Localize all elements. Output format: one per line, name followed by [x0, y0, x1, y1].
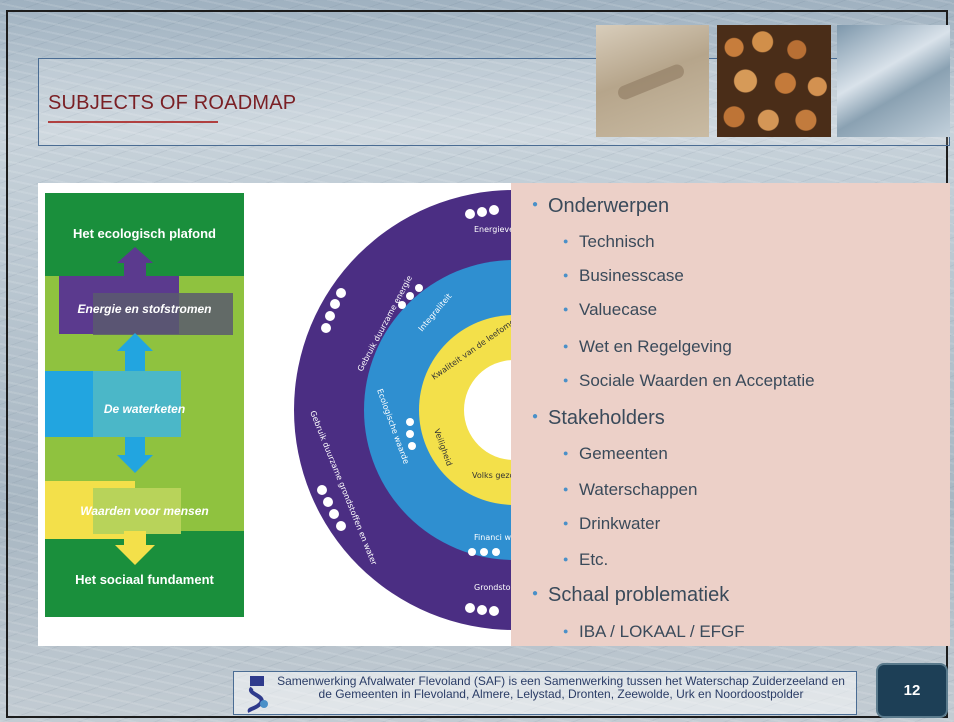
bullet-item: ●IBA / LOKAAL / EFGF [563, 622, 745, 641]
bullet-item: ●Gemeenten [563, 444, 668, 463]
sustainability-wheel: Energieve Grondsto en waterve Gebruik du… [294, 190, 512, 630]
social-foundation-label: Het sociaal fundament [75, 572, 214, 587]
ecological-ceiling-label: Het ecologisch plafond [72, 226, 216, 241]
bullet-item: ●Schaal problematiek [532, 584, 730, 606]
log-pile-image [717, 25, 831, 137]
bullet-item: ●Sociale Waarden en Acceptatie [563, 371, 815, 390]
title-underline [48, 121, 218, 123]
bullet-item: ●Technisch [563, 232, 655, 251]
bullet-item: ●Drinkwater [563, 514, 661, 533]
bullet-item: ●Etc. [563, 550, 609, 569]
bullet-item: ●Businesscase [563, 266, 684, 285]
bullet-item: ●Onderwerpen [532, 195, 670, 217]
band-label-water: De waterketen [103, 402, 186, 416]
footer-text: Samenwerking Afvalwater Flevoland (SAF) … [277, 674, 845, 701]
band-label-energy: Energie en stofstromen [77, 302, 212, 316]
wheel-label-energy: Energieve [474, 225, 512, 234]
wheel-label-financial-value: Financi waard [474, 533, 512, 542]
footer-bar [233, 671, 857, 715]
bullet-item: ●Wet en Regelgeving [563, 337, 732, 356]
band-label-people: Waarden voor mensen [80, 504, 209, 518]
bullet-item: ●Valuecase [563, 300, 658, 319]
wood-grain-image [596, 25, 709, 137]
ecological-diagram-graphic [45, 247, 244, 565]
saf-logo [247, 676, 268, 713]
bullet-item: ●Waterschappen [563, 480, 698, 499]
page-number: 12 [903, 682, 921, 699]
slide-title: SUBJECTS OF ROADMAP [48, 92, 297, 114]
wheel-label-public-health: Volks gezond [472, 471, 512, 480]
page-number-badge [876, 663, 948, 718]
ice-water-image [837, 25, 950, 137]
bullet-panel [511, 183, 950, 646]
bullet-item: ●Stakeholders [532, 407, 665, 429]
wheel-label-raw-materials: Grondsto en waterve [474, 583, 512, 592]
